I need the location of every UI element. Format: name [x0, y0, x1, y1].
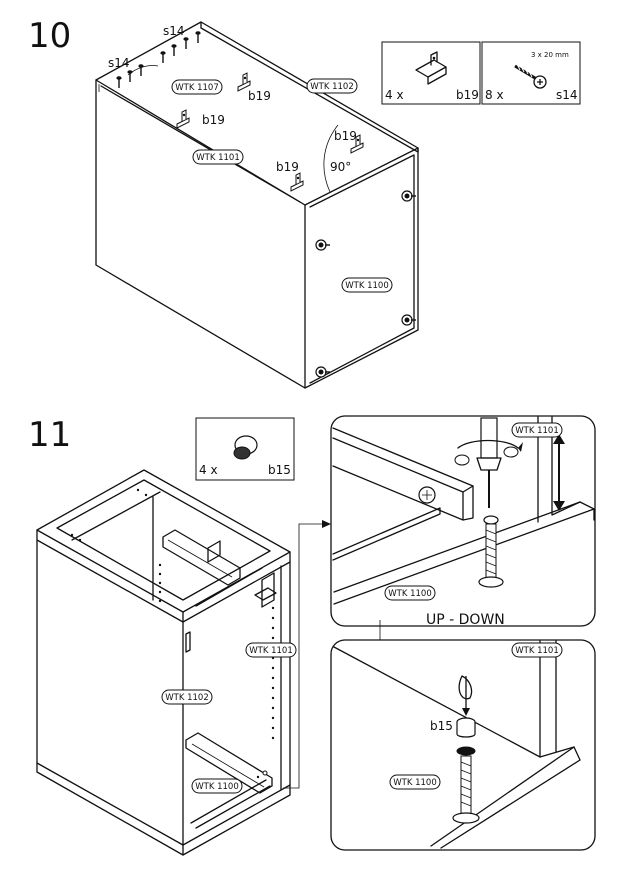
step-11-cabinet — [36, 469, 291, 856]
callout-arrow — [322, 520, 331, 528]
tag-pill-11-wtk1102 — [161, 689, 213, 705]
detail-bottom-b15: b15 — [430, 719, 453, 733]
parts-b19-code: b19 — [456, 88, 479, 102]
tag-wtk1100: WTK 1100 — [345, 281, 389, 291]
parts-box-b19: 4 x b19 — [381, 41, 481, 105]
parts-s14-qty: 8 x — [485, 88, 504, 102]
tag-pill-11-wtk1100 — [191, 778, 243, 794]
detail-bottom: WTK 1101 WTK 1100 b15 — [330, 639, 596, 851]
tag-pill-wtk1101 — [192, 149, 244, 165]
detail-top-pill-wtk1101 — [511, 422, 563, 438]
label-b19-a: b19 — [248, 89, 271, 103]
tag-wtk1101: WTK 1101 — [196, 153, 240, 163]
parts-b19-qty: 4 x — [385, 88, 404, 102]
label-b19-d: b19 — [276, 160, 299, 174]
parts-box-s14: 3 x 20 mm 8 x s14 — [481, 41, 581, 105]
detail-bottom-pill-wtk1100 — [389, 774, 441, 790]
tag-wtk1102: WTK 1102 — [310, 82, 354, 92]
parts-b15-code: b15 — [268, 463, 291, 477]
parts-box-b15: 4 x b15 — [195, 417, 295, 481]
step-10-number: 10 — [28, 16, 71, 56]
callout-line — [283, 523, 322, 789]
tag-11-wtk1101: WTK 1101 — [249, 646, 293, 656]
detail-bottom-wtk1101: WTK 1101 — [515, 646, 559, 656]
label-b19-b: b19 — [202, 113, 225, 127]
tag-11-wtk1102: WTK 1102 — [165, 693, 209, 703]
detail-top-caption: UP - DOWN — [426, 612, 505, 628]
tag-pill-11-wtk1101 — [245, 642, 297, 658]
tag-pill-wtk1102 — [306, 78, 358, 94]
detail-top-wtk1101: WTK 1101 — [515, 426, 559, 436]
detail-top-pill-wtk1100 — [384, 585, 436, 601]
step-11: 11 4 x b15 — [28, 415, 596, 856]
step-10: 10 — [28, 16, 581, 389]
detail-bottom-pill-wtk1101 — [511, 642, 563, 658]
parts-s14-code: s14 — [556, 88, 578, 102]
step-10-cabinet — [95, 21, 419, 389]
step-11-number: 11 — [28, 415, 71, 455]
parts-b15-qty: 4 x — [199, 463, 218, 477]
detail-top: WTK 1101 WTK 1100 UP - DOWN — [330, 415, 596, 628]
detail-top-wtk1100: WTK 1100 — [388, 589, 432, 599]
tag-pill-wtk1100 — [341, 277, 393, 293]
label-s14-left: s14 — [108, 56, 130, 70]
tag-pill-wtk1107 — [171, 79, 223, 95]
tag-11-wtk1100: WTK 1100 — [195, 782, 239, 792]
tag-wtk1107: WTK 1107 — [175, 83, 219, 93]
label-s14-top: s14 — [163, 24, 185, 38]
label-b19-c: b19 — [334, 129, 357, 143]
detail-bottom-wtk1100: WTK 1100 — [393, 778, 437, 788]
holes-right — [256, 606, 275, 779]
holes-left — [70, 488, 162, 603]
parts-s14-size: 3 x 20 mm — [531, 51, 569, 59]
label-angle: 90° — [330, 160, 351, 174]
